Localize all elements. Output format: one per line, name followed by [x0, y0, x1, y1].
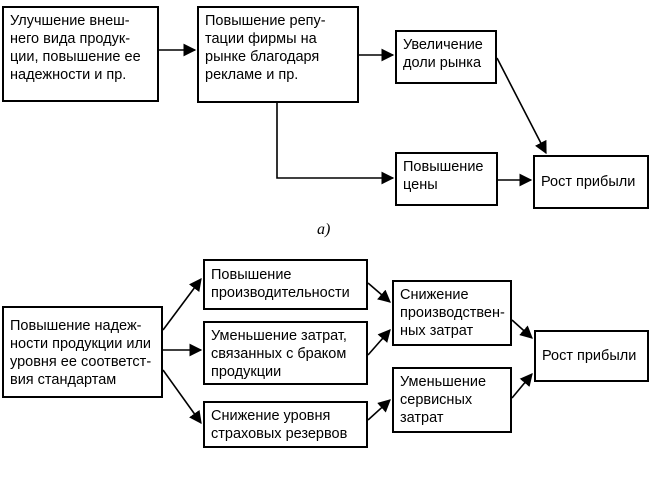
- node-production-costs: Снижение производствен- ных затрат: [392, 280, 512, 346]
- arrow-reliability-to-insurance: [162, 369, 202, 425]
- diagram-a-caption: а): [317, 221, 331, 238]
- arrow-defect-costs-to-production-costs: [367, 329, 391, 356]
- arrow-reliability-to-productivity: [162, 277, 202, 331]
- arrow-insurance-to-service-costs: [367, 399, 391, 421]
- arrow-productivity-to-production-costs: [367, 282, 391, 303]
- arrow-service-costs-to-profit: [511, 373, 533, 399]
- node-defect-costs: Уменьшение затрат, связанных с браком пр…: [203, 321, 368, 385]
- node-productivity: Повышение производительности: [203, 259, 368, 310]
- arrow-market-share-to-profit: [496, 57, 547, 155]
- arrow-production-costs-to-profit: [511, 319, 533, 339]
- node-profit-growth-a: Рост прибыли: [533, 155, 649, 209]
- node-market-share: Увеличение доли рынка: [395, 30, 497, 84]
- node-service-costs: Уменьшение сервисных затрат: [392, 367, 512, 433]
- node-insurance-reserves: Снижение уровня страховых резервов: [203, 401, 368, 448]
- arrow-reputation-to-price: [276, 103, 395, 185]
- node-raise-reputation: Повышение репу- тации фирмы на рынке бла…: [197, 6, 359, 103]
- node-profit-growth-b: Рост прибыли: [534, 330, 649, 382]
- node-price-increase: Повышение цены: [395, 152, 498, 206]
- node-raise-reliability: Повышение надеж- ности продукции или уро…: [2, 306, 163, 398]
- node-improve-appearance: Улучшение внеш- него вида продук- ции, п…: [2, 6, 159, 102]
